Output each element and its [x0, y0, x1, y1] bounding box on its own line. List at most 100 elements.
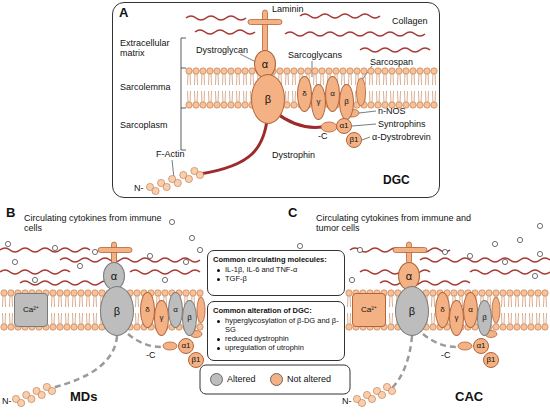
part-label: n-NOS: [378, 106, 406, 116]
lipid-head: [186, 68, 192, 74]
lipid-head: [375, 68, 381, 74]
ion-channel: Ca²⁺: [14, 293, 48, 327]
part-label: Syntrophins: [378, 119, 426, 129]
subunit-label: γ: [455, 314, 459, 322]
cytokine: [532, 273, 537, 278]
lipid-head: [528, 290, 534, 296]
actin-bead: [38, 391, 45, 398]
dystrobrevin: [321, 122, 337, 132]
lipid-head: [354, 68, 360, 74]
cytokine: [502, 259, 507, 264]
lipid-tail: [293, 73, 296, 103]
lipid-tail: [537, 295, 540, 325]
lipid-head: [486, 290, 492, 296]
lipid-head: [193, 102, 199, 108]
cytokine: [297, 243, 302, 248]
lipid-head: [361, 68, 367, 74]
lipid-head: [291, 68, 297, 74]
actin-bead: [185, 175, 192, 182]
lipid-tail: [73, 295, 76, 325]
lipid-head: [479, 290, 485, 296]
actin-bead: [18, 399, 25, 406]
lipid-head: [221, 68, 227, 74]
lipid-head: [403, 68, 409, 74]
part-label: N-: [342, 396, 352, 406]
collagen-fiber: [360, 48, 430, 52]
leader-lines: [172, 5, 390, 178]
protein-subunit: δ: [140, 292, 155, 328]
subunit-label: δ: [145, 306, 149, 314]
legend-text: Not altered: [287, 374, 331, 384]
lipid-head: [1, 324, 7, 330]
protein-subunit: β: [339, 84, 354, 120]
protein-subunit: β: [100, 286, 134, 336]
lipid-head: [424, 68, 430, 74]
part-label: Sarcoglycans: [288, 50, 342, 60]
cytokine: [32, 277, 37, 282]
lipid-head: [521, 290, 527, 296]
spacer: [238, 5, 390, 6]
protein-subunit: α1: [473, 338, 489, 354]
collagen-fiber: [420, 258, 550, 262]
part-label: Sarcoplasm: [120, 120, 168, 130]
cytokine: [162, 277, 167, 282]
lipid-tail: [384, 73, 387, 103]
part-label: F-Actin: [156, 149, 185, 159]
summary-box: Common circulating molecules:IL-1β, IL-6…: [207, 250, 345, 296]
protein-subunit: β: [477, 300, 492, 336]
lipid-head: [277, 68, 283, 74]
lipid-tail: [209, 73, 212, 103]
dystrophin-reduced: [423, 334, 459, 347]
cytokine: [197, 247, 202, 252]
lipid-head: [430, 290, 436, 296]
bullet-item: IL-1β, IL-6 and TNF-α: [213, 265, 339, 274]
cytokine: [77, 263, 82, 268]
lipid-tail: [516, 295, 519, 325]
lipid-tail: [286, 73, 289, 103]
actin-bead: [196, 171, 203, 178]
protein-subunit: α: [463, 292, 478, 328]
lipid-head: [305, 68, 311, 74]
protein-subunit: α1: [178, 338, 194, 354]
collagen-fiber: [130, 270, 200, 274]
laminin-arm: [248, 20, 282, 25]
protein-subunit: β1: [346, 132, 362, 148]
protein-subunit: β: [182, 300, 197, 336]
part-label: Laminin: [272, 4, 304, 14]
actin-bead: [174, 179, 181, 186]
subunit-label: α: [330, 90, 335, 98]
subunit-label: α1: [339, 122, 348, 130]
cytokine: [467, 253, 472, 258]
layer-bracket: [181, 38, 186, 150]
lipid-head: [71, 324, 77, 330]
cytokine: [5, 241, 10, 246]
protein-subunit: α: [168, 292, 183, 328]
lipid-head: [542, 324, 548, 330]
lipid-head: [521, 324, 527, 330]
protein-subunit: δ: [435, 292, 450, 328]
protein-subunit: β: [251, 74, 285, 124]
lipid-head: [162, 290, 168, 296]
laminin-arm: [263, 10, 268, 52]
actin-bead: [28, 395, 35, 402]
protein-subunit: α1: [336, 118, 352, 134]
subunit-label: γ: [317, 98, 321, 106]
subunit-label: Ca²⁺: [361, 306, 377, 314]
part-label: Collagen: [392, 16, 428, 26]
lipid-tail: [530, 295, 533, 325]
bullet-dot: [217, 269, 220, 272]
actin-bead: [358, 399, 365, 406]
actin-bead: [163, 183, 170, 190]
sarcospan: [357, 78, 366, 106]
lipid-head: [431, 102, 437, 108]
subunit-label: α1: [181, 342, 190, 350]
lipid-head: [50, 290, 56, 296]
lipid-tail: [348, 295, 351, 325]
lipid-tail: [419, 73, 422, 103]
lipid-head: [507, 324, 513, 330]
actin-bead: [152, 187, 159, 194]
subunit-label: β: [187, 314, 192, 322]
subunit-label: β: [482, 314, 487, 322]
collagen-fiber: [195, 30, 255, 34]
lipid-head: [155, 290, 161, 296]
